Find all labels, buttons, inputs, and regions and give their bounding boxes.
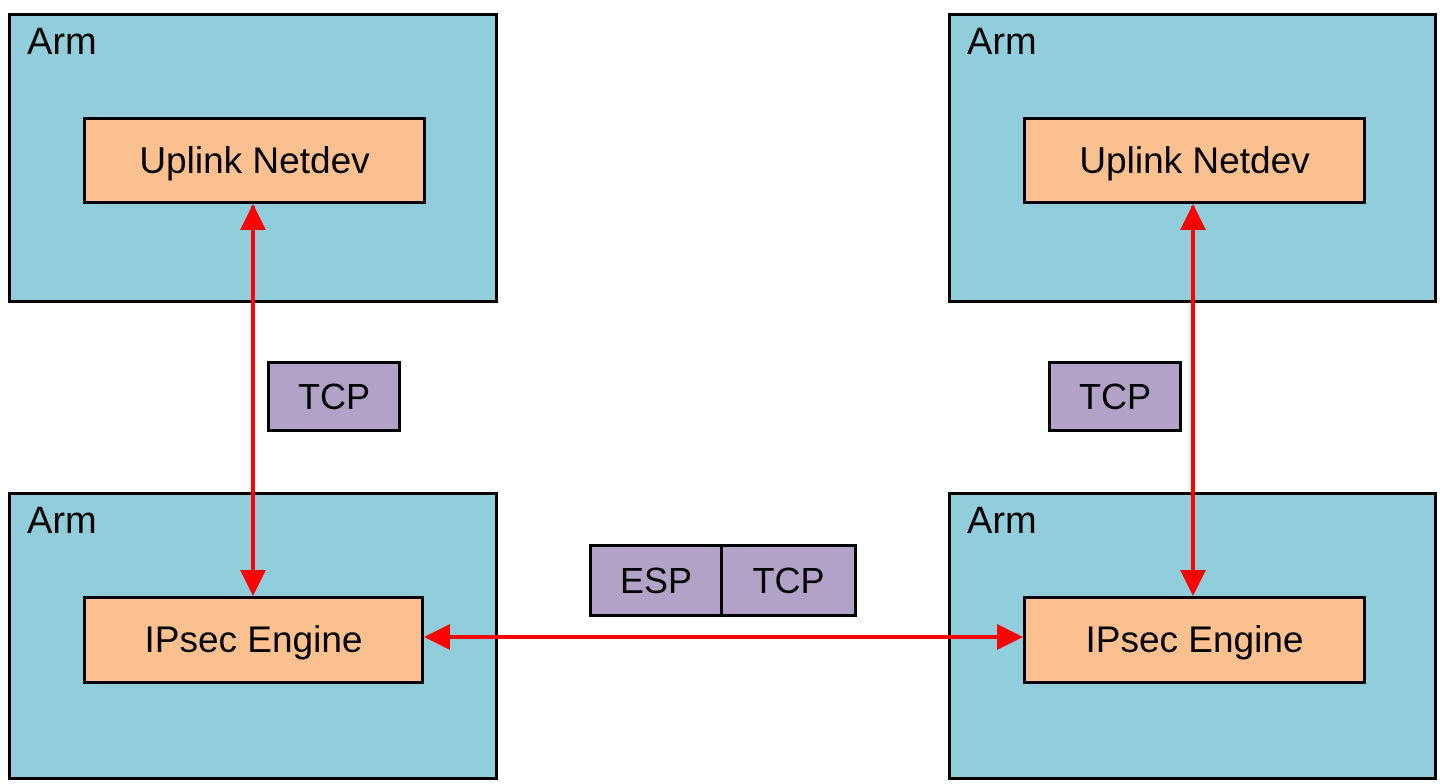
arrowhead-left-icon [424, 624, 450, 650]
arrow-line-horizontal [428, 635, 1019, 639]
arrow-line-vertical-left [251, 206, 255, 592]
arrowhead-right-icon [997, 624, 1023, 650]
component-label: IPsec Engine [1085, 619, 1304, 660]
host-box-arm-top-left: Arm Uplink Netdev [8, 13, 498, 303]
arrowhead-down-icon [240, 570, 266, 596]
protocol-label-esp-tcp: ESP TCP [589, 544, 857, 617]
protocol-label-text: TCP [752, 559, 825, 601]
host-label: Arm [967, 500, 1037, 542]
arrow-line-vertical-right [1191, 206, 1195, 592]
protocol-label-tcp-right: TCP [1048, 361, 1182, 432]
protocol-label-text: TCP [298, 375, 370, 417]
protocol-label-text: ESP [619, 559, 693, 601]
component-box-ipsec-engine-right: IPsec Engine [1023, 596, 1366, 684]
component-label: Uplink Netdev [139, 139, 370, 181]
protocol-label-esp-cell: ESP [592, 547, 723, 614]
protocol-label-text: TCP [1079, 375, 1151, 417]
component-label: Uplink Netdev [1079, 139, 1310, 181]
arrowhead-up-icon [240, 204, 266, 230]
arrowhead-up-icon [1180, 204, 1206, 230]
component-label: IPsec Engine [144, 619, 363, 660]
host-label: Arm [27, 21, 97, 63]
protocol-label-tcp-left: TCP [267, 361, 401, 432]
arrowhead-down-icon [1180, 570, 1206, 596]
host-label: Arm [27, 500, 97, 542]
host-label: Arm [967, 21, 1037, 63]
protocol-label-tcp-cell: TCP [723, 547, 854, 614]
component-box-uplink-netdev-right: Uplink Netdev [1023, 117, 1366, 204]
component-box-uplink-netdev-left: Uplink Netdev [83, 117, 426, 204]
component-box-ipsec-engine-left: IPsec Engine [83, 596, 424, 684]
